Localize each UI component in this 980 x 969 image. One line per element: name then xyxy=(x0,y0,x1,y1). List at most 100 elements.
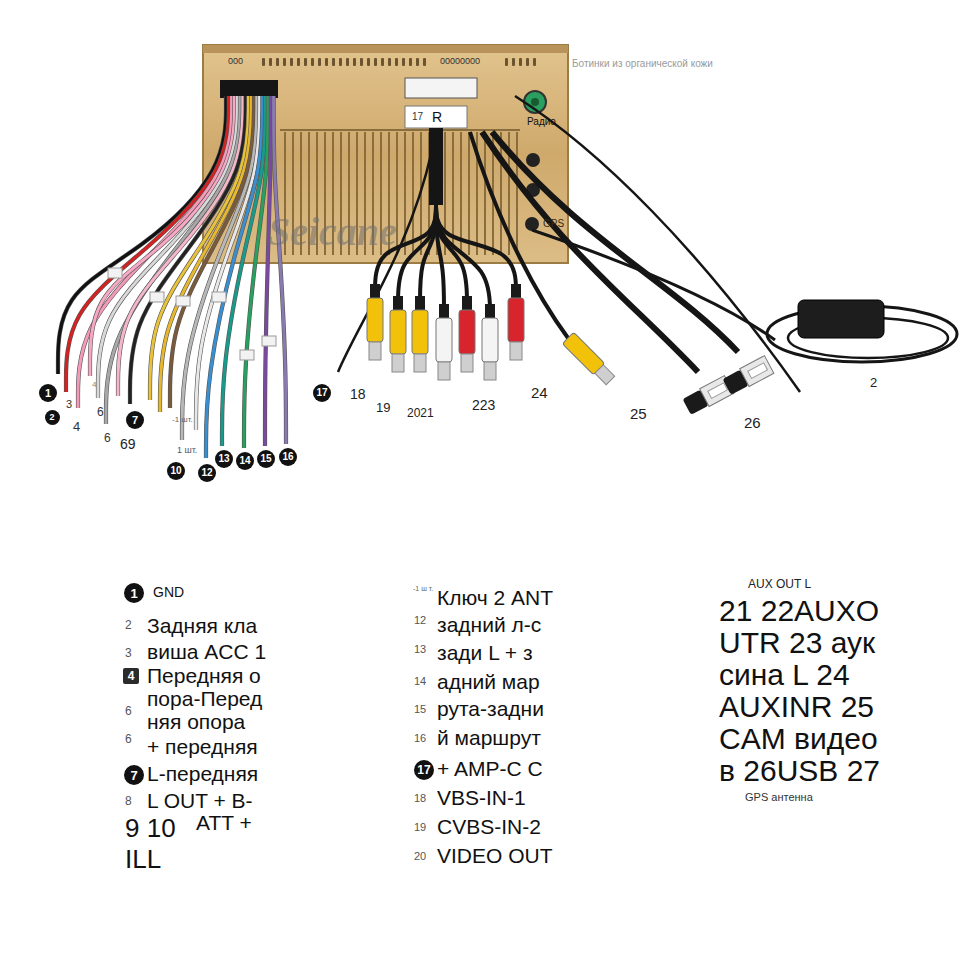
pin-description: + AMP-C C xyxy=(437,758,543,779)
circle-fill xyxy=(198,464,216,482)
callout-circle: 17 xyxy=(313,384,331,402)
pin-description: Передняя о xyxy=(147,665,261,686)
callout-circle: 7 xyxy=(124,765,144,785)
callout-number: 2021 xyxy=(407,407,434,419)
av-connector xyxy=(405,78,477,98)
pin-description: Задняя кла xyxy=(147,615,257,636)
callout-number: 10 xyxy=(167,462,185,480)
callout-number: 4 xyxy=(92,381,96,389)
rca-plug-tip xyxy=(414,354,426,372)
circle-fill xyxy=(313,384,331,402)
pin-description: GND xyxy=(153,585,184,599)
pin-description: зади L + з xyxy=(437,642,533,663)
pin-number: 18 xyxy=(414,793,426,804)
harness-wire xyxy=(58,96,226,374)
pin-number: 20 xyxy=(414,851,426,862)
circle-fill xyxy=(124,583,144,603)
pin-description: ATT + xyxy=(196,812,252,833)
pin-description: няя опора xyxy=(147,711,245,732)
connector-label: GPS xyxy=(543,219,564,229)
circle-fill xyxy=(414,760,434,780)
callout-number: 1 xyxy=(39,384,57,402)
callout-number: 6 xyxy=(97,406,104,418)
antenna-note: GPS антенна xyxy=(745,792,813,803)
vent-slot xyxy=(512,58,515,66)
callout-circle: 1 xyxy=(39,384,57,402)
vent-slot xyxy=(304,58,307,66)
pin-number: 15 xyxy=(414,704,426,715)
socket-hole xyxy=(526,153,540,167)
wire-tag xyxy=(212,292,226,302)
square-fill xyxy=(123,668,139,684)
pin-description: пора-Перед xyxy=(147,688,262,709)
callout-number: 4 xyxy=(123,668,139,684)
usb-shell xyxy=(740,356,774,387)
av-cable-bundle xyxy=(429,128,443,205)
vent-slot xyxy=(332,58,335,66)
callout-circle: 7 xyxy=(126,411,144,429)
circle-fill xyxy=(279,448,297,466)
callout-circle: 17 xyxy=(414,760,434,780)
vent-slot xyxy=(283,58,286,66)
rca-plug-body xyxy=(412,310,428,354)
wire-tag xyxy=(176,296,190,306)
callout-number: 1 xyxy=(124,583,144,603)
cooling-fin xyxy=(500,132,502,255)
usb-tongue xyxy=(708,383,728,399)
usb-plug xyxy=(722,356,774,396)
rca-strain-relief xyxy=(511,284,521,298)
harness-wire xyxy=(265,96,271,446)
callout-circle: 13 xyxy=(215,450,233,468)
vent-slot xyxy=(519,58,522,66)
vent-slot xyxy=(388,58,391,66)
wire-outline xyxy=(274,96,286,444)
pin-description: UTR 23 аук xyxy=(719,628,875,658)
usb-tongue xyxy=(748,363,768,379)
callout-square: 4 xyxy=(123,668,139,684)
vent-slot xyxy=(409,58,412,66)
rca-strain-relief xyxy=(415,296,425,310)
pin-description: L OUT + B- xyxy=(147,790,253,811)
pin-number: 6 xyxy=(125,733,132,745)
pin-number: 14 xyxy=(414,676,426,687)
vent-slot xyxy=(262,58,265,66)
callout-number: 7 xyxy=(124,765,144,785)
cooling-fin xyxy=(460,132,462,255)
callout-number: 15 xyxy=(257,450,275,468)
circle-fill xyxy=(124,765,144,785)
vent-slot xyxy=(395,58,398,66)
pin-description: CAM видео xyxy=(719,724,878,754)
pin-description: рута-задни xyxy=(437,698,544,719)
pin-description: ILL xyxy=(125,846,161,872)
connector-label: R xyxy=(432,110,442,124)
wire-outline xyxy=(106,96,240,424)
pin-description: Ключ 2 ANT xyxy=(437,587,553,608)
circle-fill xyxy=(45,410,60,425)
vent-slot xyxy=(367,58,370,66)
callout-number: 17 xyxy=(313,384,331,402)
callout-number: 25 xyxy=(630,406,647,421)
pin-number: 16 xyxy=(414,733,426,744)
vent-slot xyxy=(381,58,384,66)
vent-slot xyxy=(325,58,328,66)
wire-outline xyxy=(58,96,226,374)
pin-number: 9 10 xyxy=(125,815,176,841)
vent-slot xyxy=(290,58,293,66)
callout-number: 16 xyxy=(279,448,297,466)
wire-tag xyxy=(262,336,276,346)
unit-marking: 000 xyxy=(228,57,243,66)
vent-slot xyxy=(318,58,321,66)
rca-strain-relief xyxy=(462,296,472,310)
cooling-fin xyxy=(516,132,518,255)
rca-cable xyxy=(398,200,436,310)
vent-slot xyxy=(505,58,508,66)
pin-description: сина L 24 xyxy=(719,660,850,690)
rca-strain-relief xyxy=(485,304,495,318)
harness-wire xyxy=(106,96,240,424)
rca-plug-tip xyxy=(438,362,450,380)
pin-description: задний л-с xyxy=(437,614,541,635)
case-top-edge xyxy=(203,45,568,53)
callout-circle: 14 xyxy=(236,452,254,470)
quantity-note: -1 ш т. xyxy=(413,585,433,592)
vent-slot xyxy=(416,58,419,66)
